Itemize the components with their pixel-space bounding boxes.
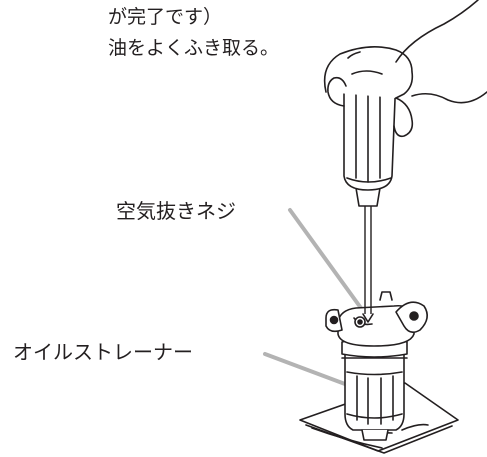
screwdriver	[355, 187, 381, 323]
oil-strainer-leader	[263, 352, 347, 386]
hand	[323, 0, 487, 138]
oil-strainer-label: オイルストレーナー	[13, 340, 193, 364]
air-vent-screw-label: 空気抜きネジ	[116, 199, 236, 223]
strainer-head	[325, 291, 428, 347]
instruction-text-line-2: 油をよくふき取る。	[108, 37, 280, 59]
instruction-text-line-1: が完了です）	[108, 6, 223, 28]
oil-strainer	[341, 337, 408, 441]
air-vent-screw-leader	[288, 208, 368, 317]
